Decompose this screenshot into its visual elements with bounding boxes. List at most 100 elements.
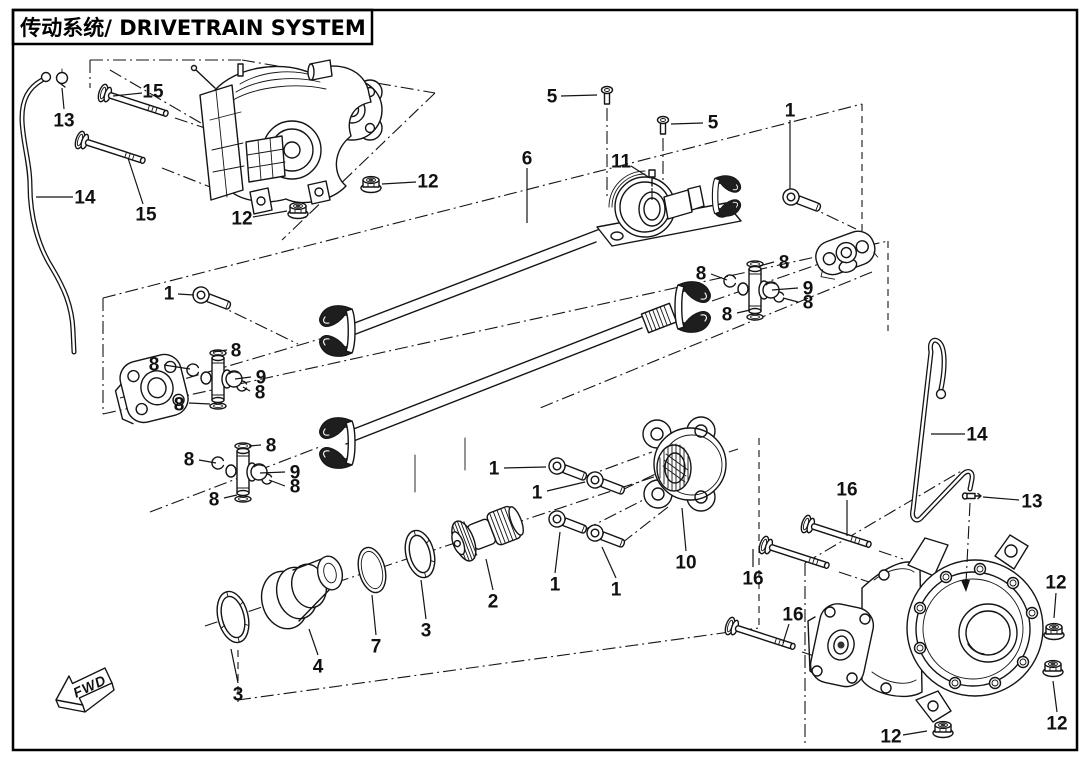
callout-label-16-37: 16 xyxy=(836,480,857,501)
callout-leader-8-22 xyxy=(248,444,262,447)
callout-leader-2-31 xyxy=(485,558,494,591)
fwd-direction-arrow: FWD xyxy=(55,667,115,713)
nut-12-rear-b xyxy=(1042,659,1064,678)
rear-differential xyxy=(807,492,1044,723)
bolt-1-flange-a xyxy=(545,454,590,486)
callout-label-8-12: 8 xyxy=(779,253,790,274)
callout-label-14-2: 14 xyxy=(74,188,96,209)
callout-leader-8-18 xyxy=(163,364,191,370)
callout-leader-8-23 xyxy=(198,459,217,464)
callout-leader-3-30 xyxy=(420,579,427,620)
center-bearing-yoke xyxy=(711,175,742,217)
callout-leader-1-32 xyxy=(503,466,547,469)
callout-leader-8-16 xyxy=(736,309,751,314)
callout-label-13-0: 13 xyxy=(53,111,74,132)
callout-label-8-13: 8 xyxy=(696,264,707,285)
nut-12-rear-a xyxy=(1043,622,1065,641)
callout-leader-8-13 xyxy=(710,273,728,281)
front-differential xyxy=(190,59,383,215)
callout-label-3-27: 3 xyxy=(233,685,244,706)
callout-label-8-26: 8 xyxy=(209,490,220,511)
rubber-coupling xyxy=(260,555,344,630)
rear-output-flange xyxy=(807,603,875,688)
callout-label-8-18: 8 xyxy=(149,355,160,376)
callout-label-1-35: 1 xyxy=(611,580,622,601)
breather-tube-rear xyxy=(910,337,975,523)
callout-label-8-21: 8 xyxy=(174,395,185,416)
callout-label-11-10: 11 xyxy=(611,152,632,173)
callout-label-12-4: 12 xyxy=(231,209,252,230)
bolt-1-flange-d xyxy=(583,521,628,553)
callout-leader-8-26 xyxy=(223,494,238,499)
callout-label-16-39: 16 xyxy=(782,605,803,626)
callout-leader-12-42 xyxy=(1053,592,1057,619)
breather-stud xyxy=(237,63,244,77)
companion-flange xyxy=(642,416,727,512)
callout-label-12-5: 12 xyxy=(417,172,438,193)
callout-label-7-29: 7 xyxy=(371,637,382,658)
grease-fitting xyxy=(648,169,656,178)
callout-label-4-28: 4 xyxy=(313,657,324,678)
callout-leader-8-21 xyxy=(188,402,211,405)
callout-label-5-8: 5 xyxy=(708,113,719,134)
callout-label-10-36: 10 xyxy=(675,553,696,574)
callout-leader-10-36 xyxy=(681,507,687,552)
callout-label-1-32: 1 xyxy=(489,459,500,480)
callout-label-9-14: 9 xyxy=(803,279,814,300)
callout-leader-16-39 xyxy=(782,623,790,644)
callout-label-1-6: 1 xyxy=(164,284,175,305)
callout-leader-8-12 xyxy=(758,261,775,267)
callout-label-9-24: 9 xyxy=(290,463,301,484)
nut-12-rear-c xyxy=(932,720,954,739)
callout-leader-1-34 xyxy=(554,531,561,574)
page-title: 传动系统/ DRIVETRAIN SYSTEM xyxy=(19,16,365,40)
callout-leader-15-3 xyxy=(127,157,144,205)
breather-clip xyxy=(55,68,69,88)
callout-leader-8-20 xyxy=(242,386,251,392)
breather-fitting xyxy=(961,492,982,500)
callout-leader-5-7 xyxy=(560,94,598,97)
callout-leader-5-8 xyxy=(670,122,704,125)
bolt-16a xyxy=(798,513,875,555)
spline-section xyxy=(640,302,678,334)
callout-label-5-7: 5 xyxy=(547,87,558,108)
callout-leader-12-4 xyxy=(252,210,288,218)
callout-leader-1-6 xyxy=(177,293,195,296)
callout-leader-11-10 xyxy=(630,165,651,179)
callout-label-2-31: 2 xyxy=(488,592,499,613)
callout-leader-1-33 xyxy=(546,481,586,492)
bolt-1-left xyxy=(189,283,234,315)
callout-leader-8-15 xyxy=(782,297,799,303)
callout-leader-9-19 xyxy=(234,376,252,380)
flange-yoke-front xyxy=(114,353,189,425)
callout-leader-9-24 xyxy=(259,471,286,474)
callout-leader-15-1 xyxy=(112,92,143,97)
callout-leader-4-28 xyxy=(308,628,319,656)
splined-coupling xyxy=(451,505,524,562)
callout-label-12-43: 12 xyxy=(1046,714,1067,735)
breather-tube-front xyxy=(19,71,77,355)
bolt-1-flange-c xyxy=(545,507,590,539)
callout-label-14-41: 14 xyxy=(966,425,988,446)
center-bearing-assembly xyxy=(596,169,742,247)
callout-label-8-16: 8 xyxy=(722,305,733,326)
callout-label-12-42: 12 xyxy=(1045,573,1066,594)
callout-label-8-22: 8 xyxy=(266,436,277,457)
rear-propeller-shaft xyxy=(318,280,712,470)
callout-label-1-33: 1 xyxy=(532,483,543,504)
callout-leader-13-40 xyxy=(982,496,1020,501)
cover-bolts xyxy=(913,562,1039,690)
callout-label-9-19: 9 xyxy=(256,368,267,389)
universal-joint-rear xyxy=(723,260,785,321)
callout-label-15-1: 15 xyxy=(142,82,164,103)
callout-label-8-17: 8 xyxy=(231,341,242,362)
callout-leader-8-25 xyxy=(268,479,286,487)
flange-yoke-rear xyxy=(815,230,879,280)
callout-leader-8-17 xyxy=(212,349,228,353)
callout-leader-13-0 xyxy=(61,87,65,110)
callout-label-8-20: 8 xyxy=(255,383,266,404)
callout-label-1-34: 1 xyxy=(550,575,561,596)
